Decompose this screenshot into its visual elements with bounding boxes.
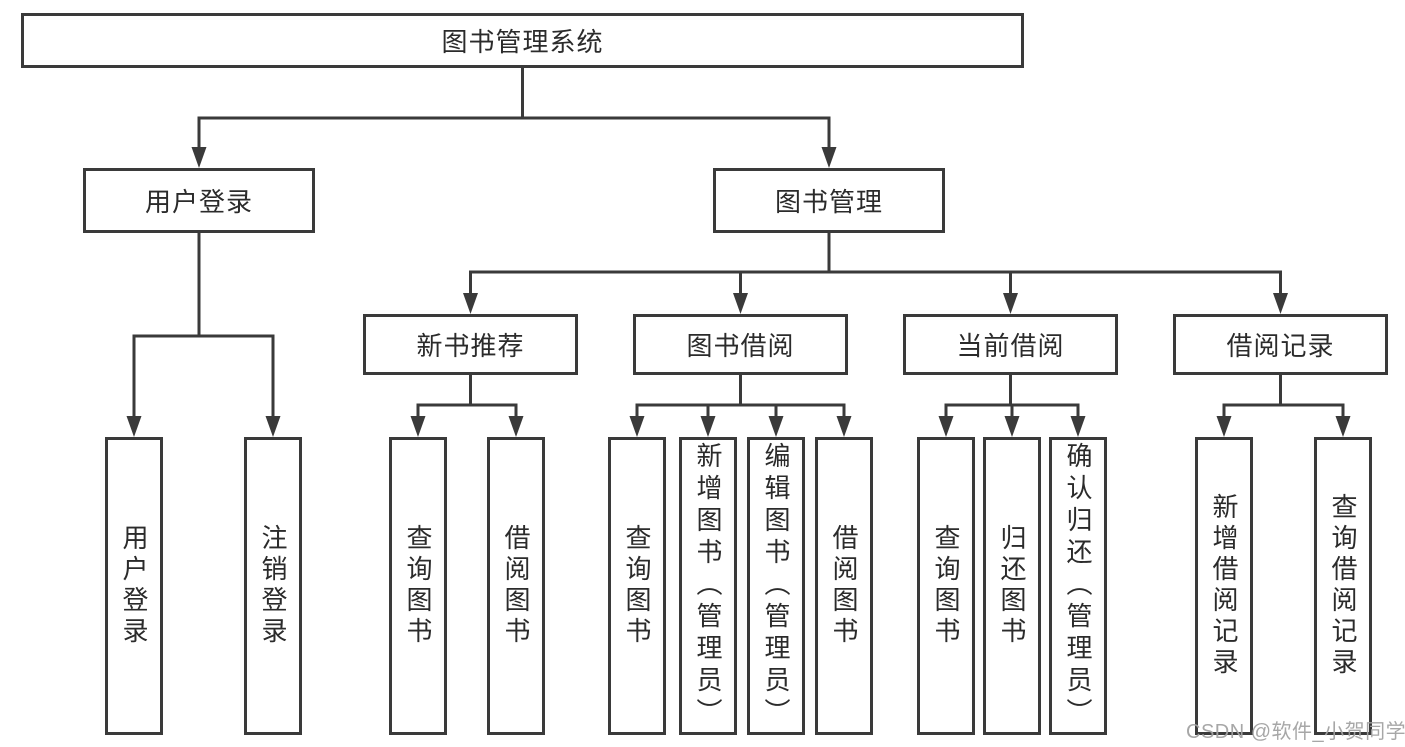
leaf-query-books-3: 查询图书 — [917, 437, 975, 735]
leaf-add-books-admin-label: 新增图书（管理员） — [693, 442, 723, 730]
node-book-borrowing: 图书借阅 — [633, 314, 848, 375]
leaf-borrow-books-2-label: 借阅图书 — [829, 524, 859, 648]
node-borrowing-records: 借阅记录 — [1173, 314, 1388, 375]
leaf-return-books: 归还图书 — [983, 437, 1041, 735]
leaf-query-books-3-label: 查询图书 — [931, 524, 961, 648]
connector-new-book-to-leaves — [416, 375, 518, 421]
connector-book-borrowing-to-leaves — [635, 375, 846, 421]
leaf-query-books-1: 查询图书 — [389, 437, 447, 735]
connector-borrowing-records-to-leaves — [1222, 375, 1345, 421]
leaf-logout: 注销登录 — [244, 437, 302, 735]
leaf-borrow-books-1: 借阅图书 — [487, 437, 545, 735]
node-current-borrowing-label: 当前借阅 — [956, 331, 1065, 361]
leaf-user-login-label: 用户登录 — [119, 524, 149, 648]
node-book-management: 图书管理 — [713, 168, 945, 233]
connector-root-to-level2 — [197, 68, 831, 152]
connector-current-borrowing-to-leaves — [944, 375, 1080, 421]
leaf-logout-label: 注销登录 — [258, 524, 288, 648]
leaf-add-borrow-record-label: 新增借阅记录 — [1209, 493, 1239, 679]
node-current-borrowing: 当前借阅 — [903, 314, 1118, 375]
leaf-user-login: 用户登录 — [105, 437, 163, 735]
node-new-book-recommendation-label: 新书推荐 — [416, 331, 525, 361]
leaf-query-borrow-record: 查询借阅记录 — [1314, 437, 1372, 735]
leaf-borrow-books-1-label: 借阅图书 — [501, 524, 531, 648]
node-book-management-label: 图书管理 — [774, 187, 883, 217]
node-user-login: 用户登录 — [83, 168, 315, 233]
leaf-add-borrow-record: 新增借阅记录 — [1195, 437, 1253, 735]
node-new-book-recommendation: 新书推荐 — [363, 314, 578, 375]
watermark-text: CSDN @软件_小贺同学 — [1186, 721, 1405, 743]
connector-user-login-to-leaves — [132, 233, 275, 420]
leaf-query-books-2: 查询图书 — [608, 437, 666, 735]
node-borrowing-records-label: 借阅记录 — [1226, 331, 1335, 361]
leaf-query-borrow-record-label: 查询借阅记录 — [1328, 493, 1358, 679]
leaf-confirm-return-admin-label: 确认归还（管理员） — [1063, 442, 1093, 730]
leaf-edit-books-admin-label: 编辑图书（管理员） — [761, 442, 791, 730]
arrowheads — [126, 147, 1351, 437]
leaf-borrow-books-2: 借阅图书 — [815, 437, 873, 735]
leaf-query-books-2-label: 查询图书 — [622, 524, 652, 648]
connector-book-mgmt-to-level3 — [469, 233, 1282, 298]
node-library-system-label: 图书管理系统 — [441, 27, 604, 57]
leaf-return-books-label: 归还图书 — [997, 524, 1027, 648]
node-user-login-label: 用户登录 — [144, 187, 253, 217]
node-library-system: 图书管理系统 — [21, 13, 1024, 68]
leaf-edit-books-admin: 编辑图书（管理员） — [747, 437, 805, 735]
leaf-query-books-1-label: 查询图书 — [403, 524, 433, 648]
leaf-add-books-admin: 新增图书（管理员） — [679, 437, 737, 735]
node-book-borrowing-label: 图书借阅 — [686, 331, 795, 361]
leaf-confirm-return-admin: 确认归还（管理员） — [1049, 437, 1107, 735]
